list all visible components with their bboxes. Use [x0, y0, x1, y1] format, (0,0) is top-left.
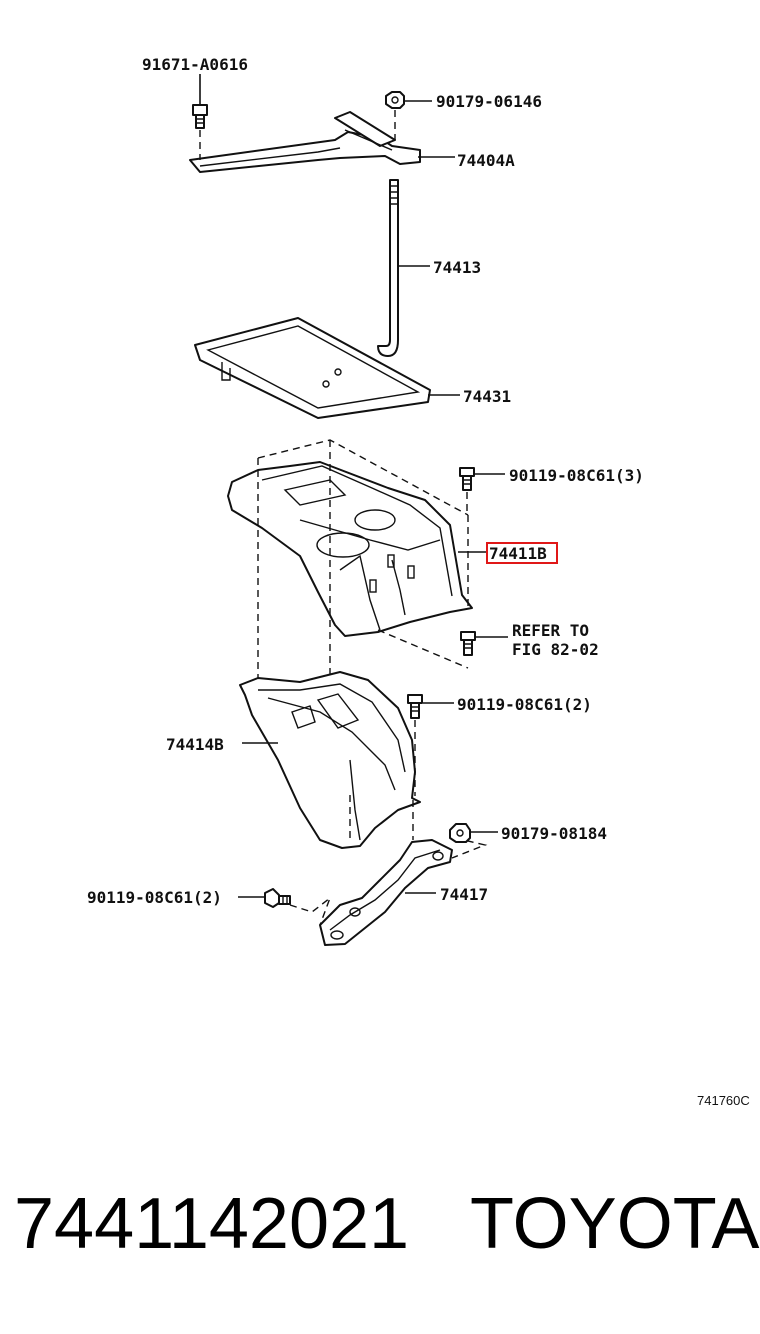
callout-fig-82-02: FIG 82-02 — [512, 640, 599, 659]
battery-carrier-74411b — [227, 439, 473, 690]
callout-90179-08184: 90179-08184 — [501, 824, 607, 843]
callout-90119-08c61-2b: 90119-08C61(2) — [87, 888, 222, 907]
hold-down-rod-74413 — [377, 179, 399, 357]
nut-90179-06146-icon — [385, 91, 405, 140]
battery-carrier-74414b — [239, 671, 421, 849]
figure-reference: 741760C — [697, 1093, 750, 1108]
callout-74417: 74417 — [440, 885, 488, 904]
callout-90119-08c61-3: 90119-08C61(3) — [509, 466, 644, 485]
battery-tray-74431 — [194, 317, 431, 419]
battery-clamp-74404a — [189, 111, 421, 173]
footer-part-number: 7441142021 — [14, 1184, 410, 1264]
footer-brand: TOYOTA — [470, 1184, 760, 1264]
bolt-90119-08c61-2-icon — [407, 694, 423, 796]
bolt-refer-fig-icon — [460, 631, 476, 656]
highlight-box — [486, 542, 558, 564]
callout-74404a: 74404A — [457, 151, 515, 170]
callout-90119-08c61-2: 90119-08C61(2) — [457, 695, 592, 714]
nut-90179-08184-icon — [449, 823, 471, 843]
callout-90179-06146: 90179-06146 — [436, 92, 542, 111]
callout-refer-to: REFER TO — [512, 621, 589, 640]
bolt-90119-08c61-2b-icon — [264, 888, 291, 908]
callout-74414b: 74414B — [166, 735, 224, 754]
callout-74411b: 74411B — [489, 544, 547, 563]
callout-74413: 74413 — [433, 258, 481, 277]
callout-74431: 74431 — [463, 387, 511, 406]
bracket-74417 — [289, 837, 488, 946]
bolt-90119-08c61-3-icon — [459, 467, 475, 512]
bolt-91671-a0616-icon — [192, 104, 208, 160]
callout-91671-a0616: 91671-A0616 — [142, 55, 248, 74]
